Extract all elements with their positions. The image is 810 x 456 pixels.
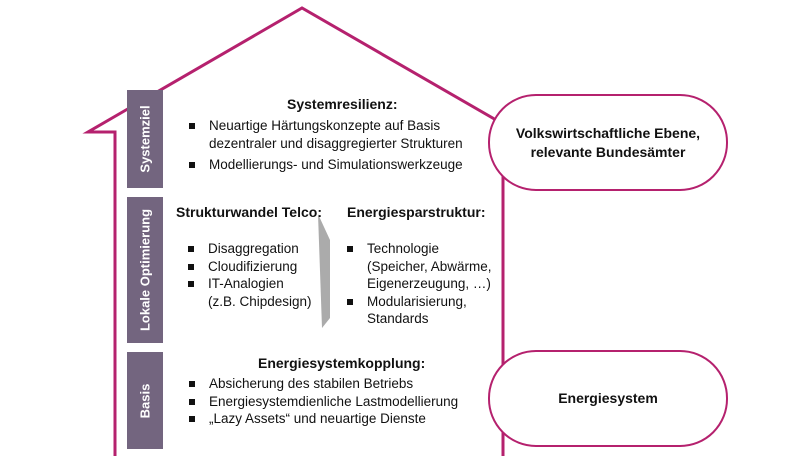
- list-item: „Lazy Assets“ und neuartige Dienste: [187, 410, 497, 428]
- list-item: Technologie (Speicher, Abwärme, Eigenerz…: [345, 240, 503, 293]
- list-item: Energiesystemdienliche Lastmodellierung: [187, 393, 497, 411]
- pill-energiesystem-text: Energiesystem: [558, 390, 658, 406]
- energiesystemkopplung-list: Absicherung des stabilen Betriebs Energi…: [187, 375, 497, 428]
- pill-energiesystem: Energiesystem: [488, 350, 728, 447]
- list-item: Absicherung des stabilen Betriebs: [187, 375, 497, 393]
- band-lokale-optimierung: Lokale Optimierung: [127, 197, 163, 343]
- systemresilienz-list: Neuartige Härtungskonzepte auf Basis dez…: [187, 117, 487, 174]
- strukturwandel-list: Disaggregation Cloudifizierung IT-Analog…: [186, 240, 314, 310]
- band-lokale-label: Lokale Optimierung: [137, 208, 153, 332]
- list-item: IT-Analogien (z.B. Chipdesign): [186, 275, 314, 310]
- list-item: Disaggregation: [186, 240, 314, 258]
- strukturwandel-heading: Strukturwandel Telco:: [176, 204, 322, 220]
- pill-volkswirtschaft-text: Volkswirtschaftliche Ebene, relevante Bu…: [515, 124, 701, 160]
- list-item: Neuartige Härtungskonzepte auf Basis dez…: [187, 117, 487, 152]
- energiesparstruktur-list: Technologie (Speicher, Abwärme, Eigenerz…: [345, 240, 503, 328]
- energiesystemkopplung-heading: Energiesystemkopplung:: [258, 355, 426, 371]
- list-item: Modellierungs- und Simulationswerkzeuge: [187, 156, 487, 174]
- divider-chevron: [318, 214, 330, 328]
- house-frame: [82, 6, 505, 456]
- band-systemziel-label: Systemziel: [137, 105, 153, 173]
- band-basis: Basis: [127, 352, 163, 449]
- pill-volkswirtschaftliche-ebene: Volkswirtschaftliche Ebene, relevante Bu…: [488, 94, 728, 191]
- list-item: Modularisierung, Standards: [345, 293, 503, 328]
- energiesparstruktur-heading: Energiesparstruktur:: [347, 204, 486, 220]
- band-systemziel: Systemziel: [127, 90, 163, 188]
- list-item: Cloudifizierung: [186, 258, 314, 276]
- systemresilienz-heading: Systemresilienz:: [287, 96, 398, 112]
- band-basis-label: Basis: [137, 383, 153, 418]
